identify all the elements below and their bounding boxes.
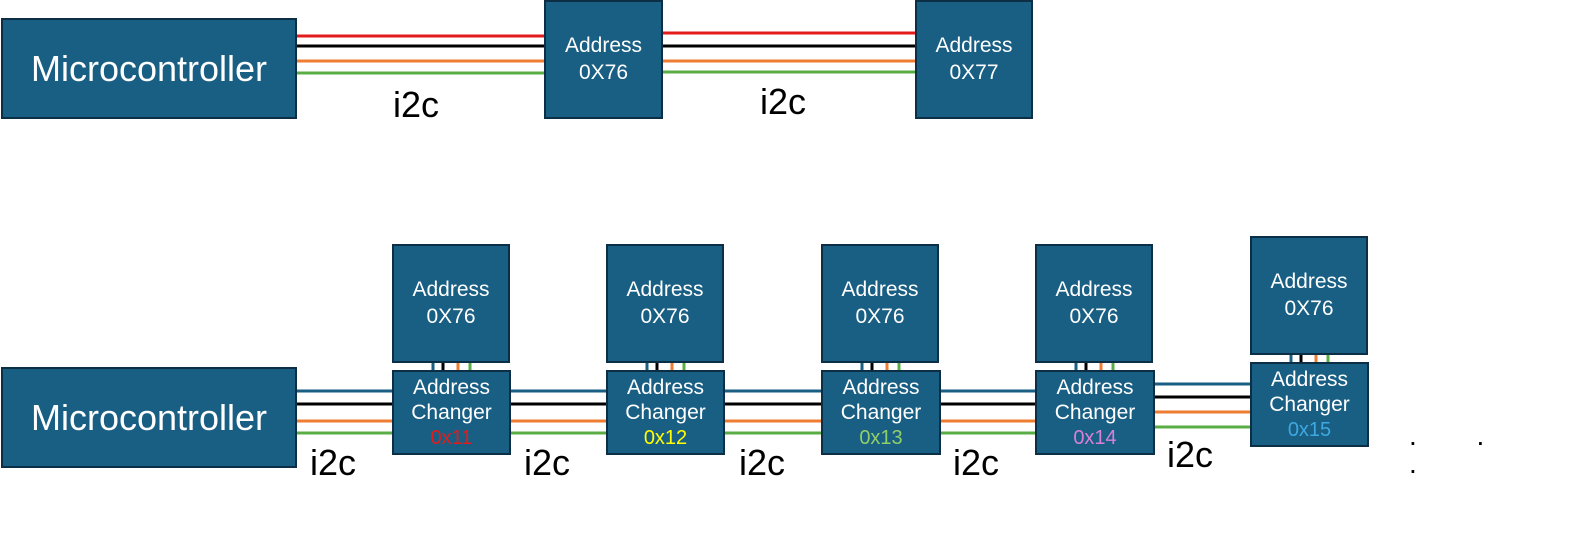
changer-line1: Address [412,375,491,399]
address-changer-4: Address Changer 0x14 [1035,370,1155,455]
device-line2: 0X77 [949,60,999,84]
device-line1: Address [935,34,1013,58]
device-line1: Address [564,34,643,58]
device-line1: Address [626,278,704,302]
changer-line2: Changer [411,401,492,425]
bottom-device-5: Address 0X76 [1250,236,1368,355]
continuation-ellipsis: . . . [1409,420,1511,479]
changer-code: 0x11 [430,426,473,449]
bottom-bus-label-5: i2c [1167,434,1214,475]
bottom-bus-label-2: i2c [524,442,571,483]
device-line2: 0X76 [855,304,905,328]
device-line2: 0X76 [1284,296,1334,320]
microcontroller-label: Microcontroller [30,396,268,438]
bottom-bus-2-wires [510,389,608,435]
changer-line1: Address [1056,375,1134,399]
top-bus-label-1: i2c [393,84,440,125]
device-line1: Address [1270,270,1348,294]
changer-line1: Address [1270,367,1349,391]
device-line1: Address [1055,278,1133,302]
bottom-bus-label-1: i2c [310,442,357,483]
bottom-device-4: Address 0X76 [1035,244,1153,363]
bottom-bus-1-wires [296,389,394,435]
changer-code: 0x13 [859,426,903,449]
changer-code: 0x15 [1287,418,1332,441]
changer-line1: Address [626,375,705,399]
changer-line1: Address [842,375,920,399]
changer-line2: Changer [1054,401,1136,425]
bottom-microcontroller-box: Microcontroller [1,367,297,468]
top-device-0x76: Address 0X76 [544,0,663,119]
top-microcontroller-box: Microcontroller [1,18,297,119]
address-changer-1: Address Changer 0x11 [392,370,511,455]
top-bus-label-2: i2c [760,81,807,122]
device-line1: Address [412,278,490,302]
device-line2: 0X76 [1069,304,1119,328]
changer-line2: Changer [625,401,706,425]
changer-line2: Changer [840,401,922,425]
device-line1: Address [841,278,919,302]
bottom-bus-label-4: i2c [953,442,1000,483]
bottom-device-3: Address 0X76 [821,244,939,363]
changer-line2: Changer [1269,393,1350,417]
changer-code: 0x14 [1073,426,1117,449]
bottom-bus-3-wires [724,389,824,435]
top-bus-1-wires [296,34,546,75]
top-device-0x77: Address 0X77 [915,0,1033,119]
address-changer-3: Address Changer 0x13 [821,370,941,455]
changer-code: 0x12 [643,426,688,449]
bottom-bus-4-wires [940,389,1038,435]
bottom-bus-5-wires [1154,382,1252,429]
address-changer-2: Address Changer 0x12 [606,370,725,455]
device-line2: 0X76 [426,304,476,328]
bottom-bus-label-3: i2c [739,442,786,483]
device-line2: 0X76 [640,304,690,328]
device-line2: 0X76 [578,60,629,84]
bottom-device-1: Address 0X76 [392,244,510,363]
bottom-device-2: Address 0X76 [606,244,724,363]
address-changer-5: Address Changer 0x15 [1250,362,1369,447]
microcontroller-label: Microcontroller [30,47,268,89]
top-bus-2-wires [662,31,916,74]
